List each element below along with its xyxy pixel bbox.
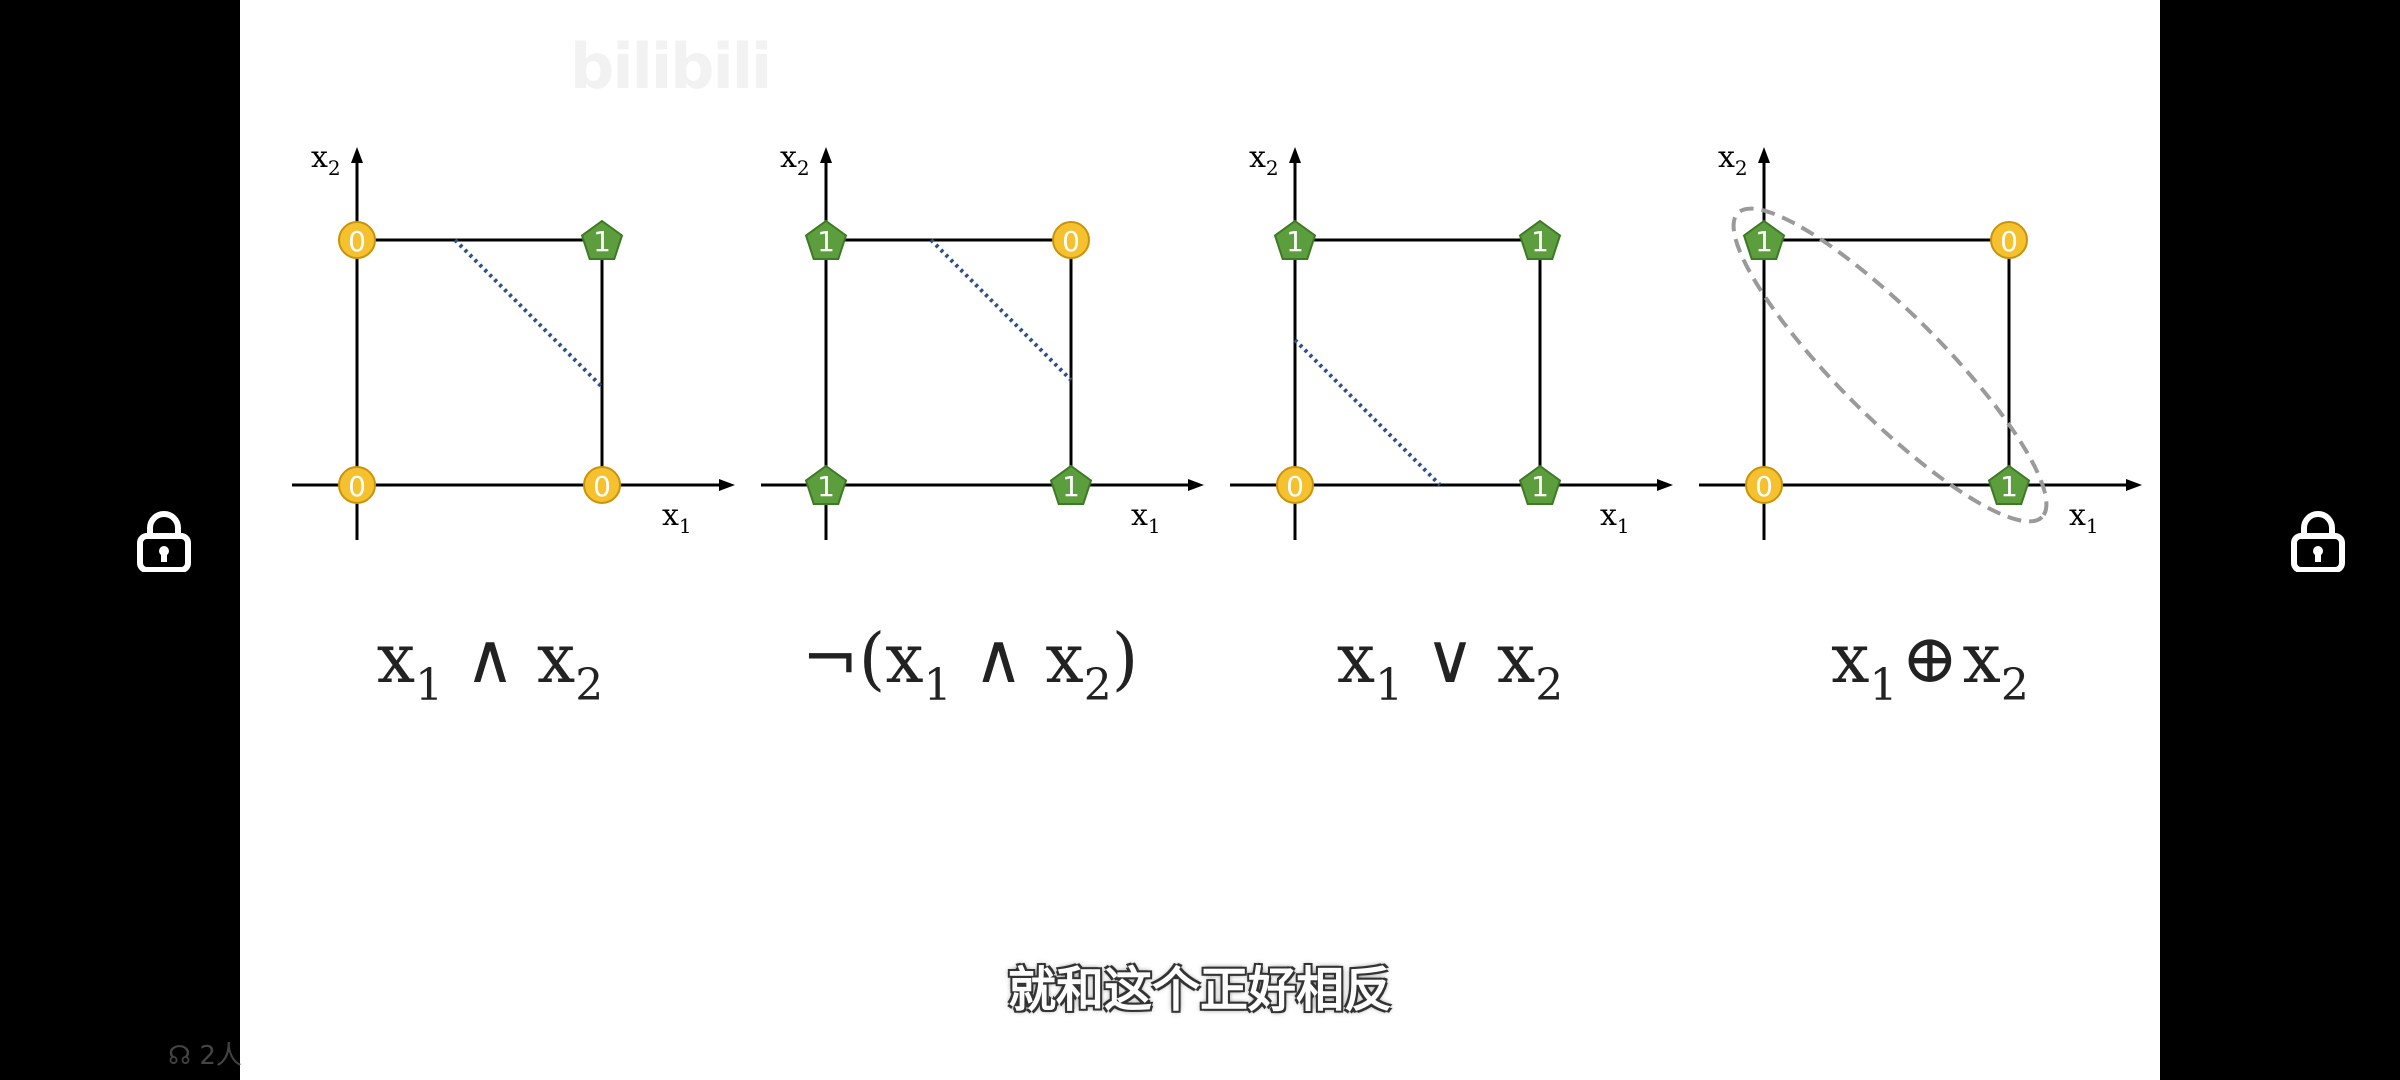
- class-1-marker: [1742, 219, 1786, 260]
- point-value-label: 1: [1286, 225, 1304, 258]
- x1-axis-label: x1: [1131, 498, 1161, 538]
- point-value-label: 1: [1755, 225, 1773, 258]
- x2-axis-label: x2: [1718, 140, 1748, 180]
- xor-ellipse: [1731, 206, 2049, 524]
- x1-axis-label-sub: 1: [679, 514, 692, 538]
- x1-axis-label: x1: [2069, 498, 2099, 538]
- class-0-marker: [338, 466, 376, 504]
- point-value-label: 0: [348, 470, 366, 503]
- point-bottom-right: 1: [1987, 464, 2031, 505]
- x1-axis-label-sub: 1: [1148, 514, 1161, 538]
- point-bottom-right: 1: [1518, 464, 1562, 505]
- x2-axis-arrow: [1758, 147, 1770, 163]
- x2-axis-label-sub: 2: [1266, 156, 1279, 180]
- x1-axis-label: x1: [1600, 498, 1630, 538]
- point-value-label: 1: [1531, 225, 1549, 258]
- point-value-label: 1: [1531, 470, 1549, 503]
- point-top-right: 1: [580, 219, 624, 260]
- x2-axis-label-sub: 2: [328, 156, 341, 180]
- point-bottom-left: 0: [338, 466, 376, 504]
- point-value-label: 0: [1062, 225, 1080, 258]
- decision-boundary: [453, 238, 604, 389]
- lock-icon[interactable]: [2290, 510, 2346, 572]
- point-value-label: 1: [817, 225, 835, 258]
- point-value-label: 1: [817, 470, 835, 503]
- decision-boundary: [929, 238, 1073, 382]
- bilibili-watermark: bilibili: [570, 30, 772, 103]
- point-top-right: 0: [1990, 221, 2028, 259]
- subtitle-caption: 就和这个正好相反: [1007, 962, 1392, 1018]
- people-icon: ☊: [168, 1041, 192, 1071]
- class-1-marker: [1273, 219, 1317, 260]
- class-0-marker: [583, 466, 621, 504]
- point-value-label: 1: [1062, 470, 1080, 503]
- point-bottom-left: 1: [804, 464, 848, 505]
- x2-axis-label: x2: [311, 140, 341, 180]
- point-value-label: 1: [593, 225, 611, 258]
- viewer-count: ☊ 2人: [168, 1041, 242, 1071]
- point-bottom-right: 0: [583, 466, 621, 504]
- class-1-marker: [1518, 464, 1562, 505]
- class-1-marker: [580, 219, 624, 260]
- lock-icon[interactable]: [136, 510, 192, 572]
- class-1-marker: [1049, 464, 1093, 505]
- formula-nand: ¬(x1∧x2): [801, 620, 1139, 711]
- point-top-left: 1: [1742, 219, 1786, 260]
- point-bottom-left: 0: [1745, 466, 1783, 504]
- class-0-marker: [1276, 466, 1314, 504]
- diagram-4: x1 x2 1 0 0 1: [1699, 140, 2142, 540]
- point-value-label: 0: [1755, 470, 1773, 503]
- point-value-label: 1: [2000, 470, 2018, 503]
- decision-boundary: [1293, 338, 1442, 487]
- x2-axis-arrow: [820, 147, 832, 163]
- point-bottom-right: 1: [1049, 464, 1093, 505]
- point-top-left: 0: [338, 221, 376, 259]
- diagram-1: x1 x2 0 1 0 0: [292, 140, 735, 540]
- formula-and: x1∧x2: [376, 620, 604, 711]
- x2-axis-label: x2: [780, 140, 810, 180]
- x2-axis-label-sub: 2: [1735, 156, 1748, 180]
- x2-axis-arrow: [1289, 147, 1301, 163]
- point-top-right: 0: [1052, 221, 1090, 259]
- point-value-label: 0: [593, 470, 611, 503]
- x1-axis-arrow: [1657, 479, 1673, 491]
- class-0-marker: [338, 221, 376, 259]
- x1-axis-label-sub: 1: [2086, 514, 2099, 538]
- point-value-label: 0: [348, 225, 366, 258]
- point-top-left: 1: [804, 219, 848, 260]
- class-1-marker: [804, 219, 848, 260]
- class-1-marker: [1987, 464, 2031, 505]
- diagram-3: x1 x2 1 1 0 1: [1230, 140, 1673, 540]
- x1-axis-label: x1: [662, 498, 692, 538]
- class-0-marker: [1990, 221, 2028, 259]
- class-0-marker: [1052, 221, 1090, 259]
- x1-axis-arrow: [719, 479, 735, 491]
- diagram-2: x1 x2 1 0 1 1: [761, 140, 1204, 540]
- class-1-marker: [804, 464, 848, 505]
- class-1-marker: [1518, 219, 1562, 260]
- formula-xor: x1⊕x2: [1831, 620, 2029, 711]
- x1-axis-arrow: [2126, 479, 2142, 491]
- point-top-left: 1: [1273, 219, 1317, 260]
- point-value-label: 0: [2000, 225, 2018, 258]
- point-top-right: 1: [1518, 219, 1562, 260]
- formula-or: x1∨x2: [1336, 620, 1564, 711]
- x2-axis-label-sub: 2: [797, 156, 810, 180]
- class-0-marker: [1745, 466, 1783, 504]
- x2-axis-label: x2: [1249, 140, 1279, 180]
- x1-axis-label-sub: 1: [1617, 514, 1630, 538]
- point-bottom-left: 0: [1276, 466, 1314, 504]
- point-value-label: 0: [1286, 470, 1304, 503]
- x1-axis-arrow: [1188, 479, 1204, 491]
- x2-axis-arrow: [351, 147, 363, 163]
